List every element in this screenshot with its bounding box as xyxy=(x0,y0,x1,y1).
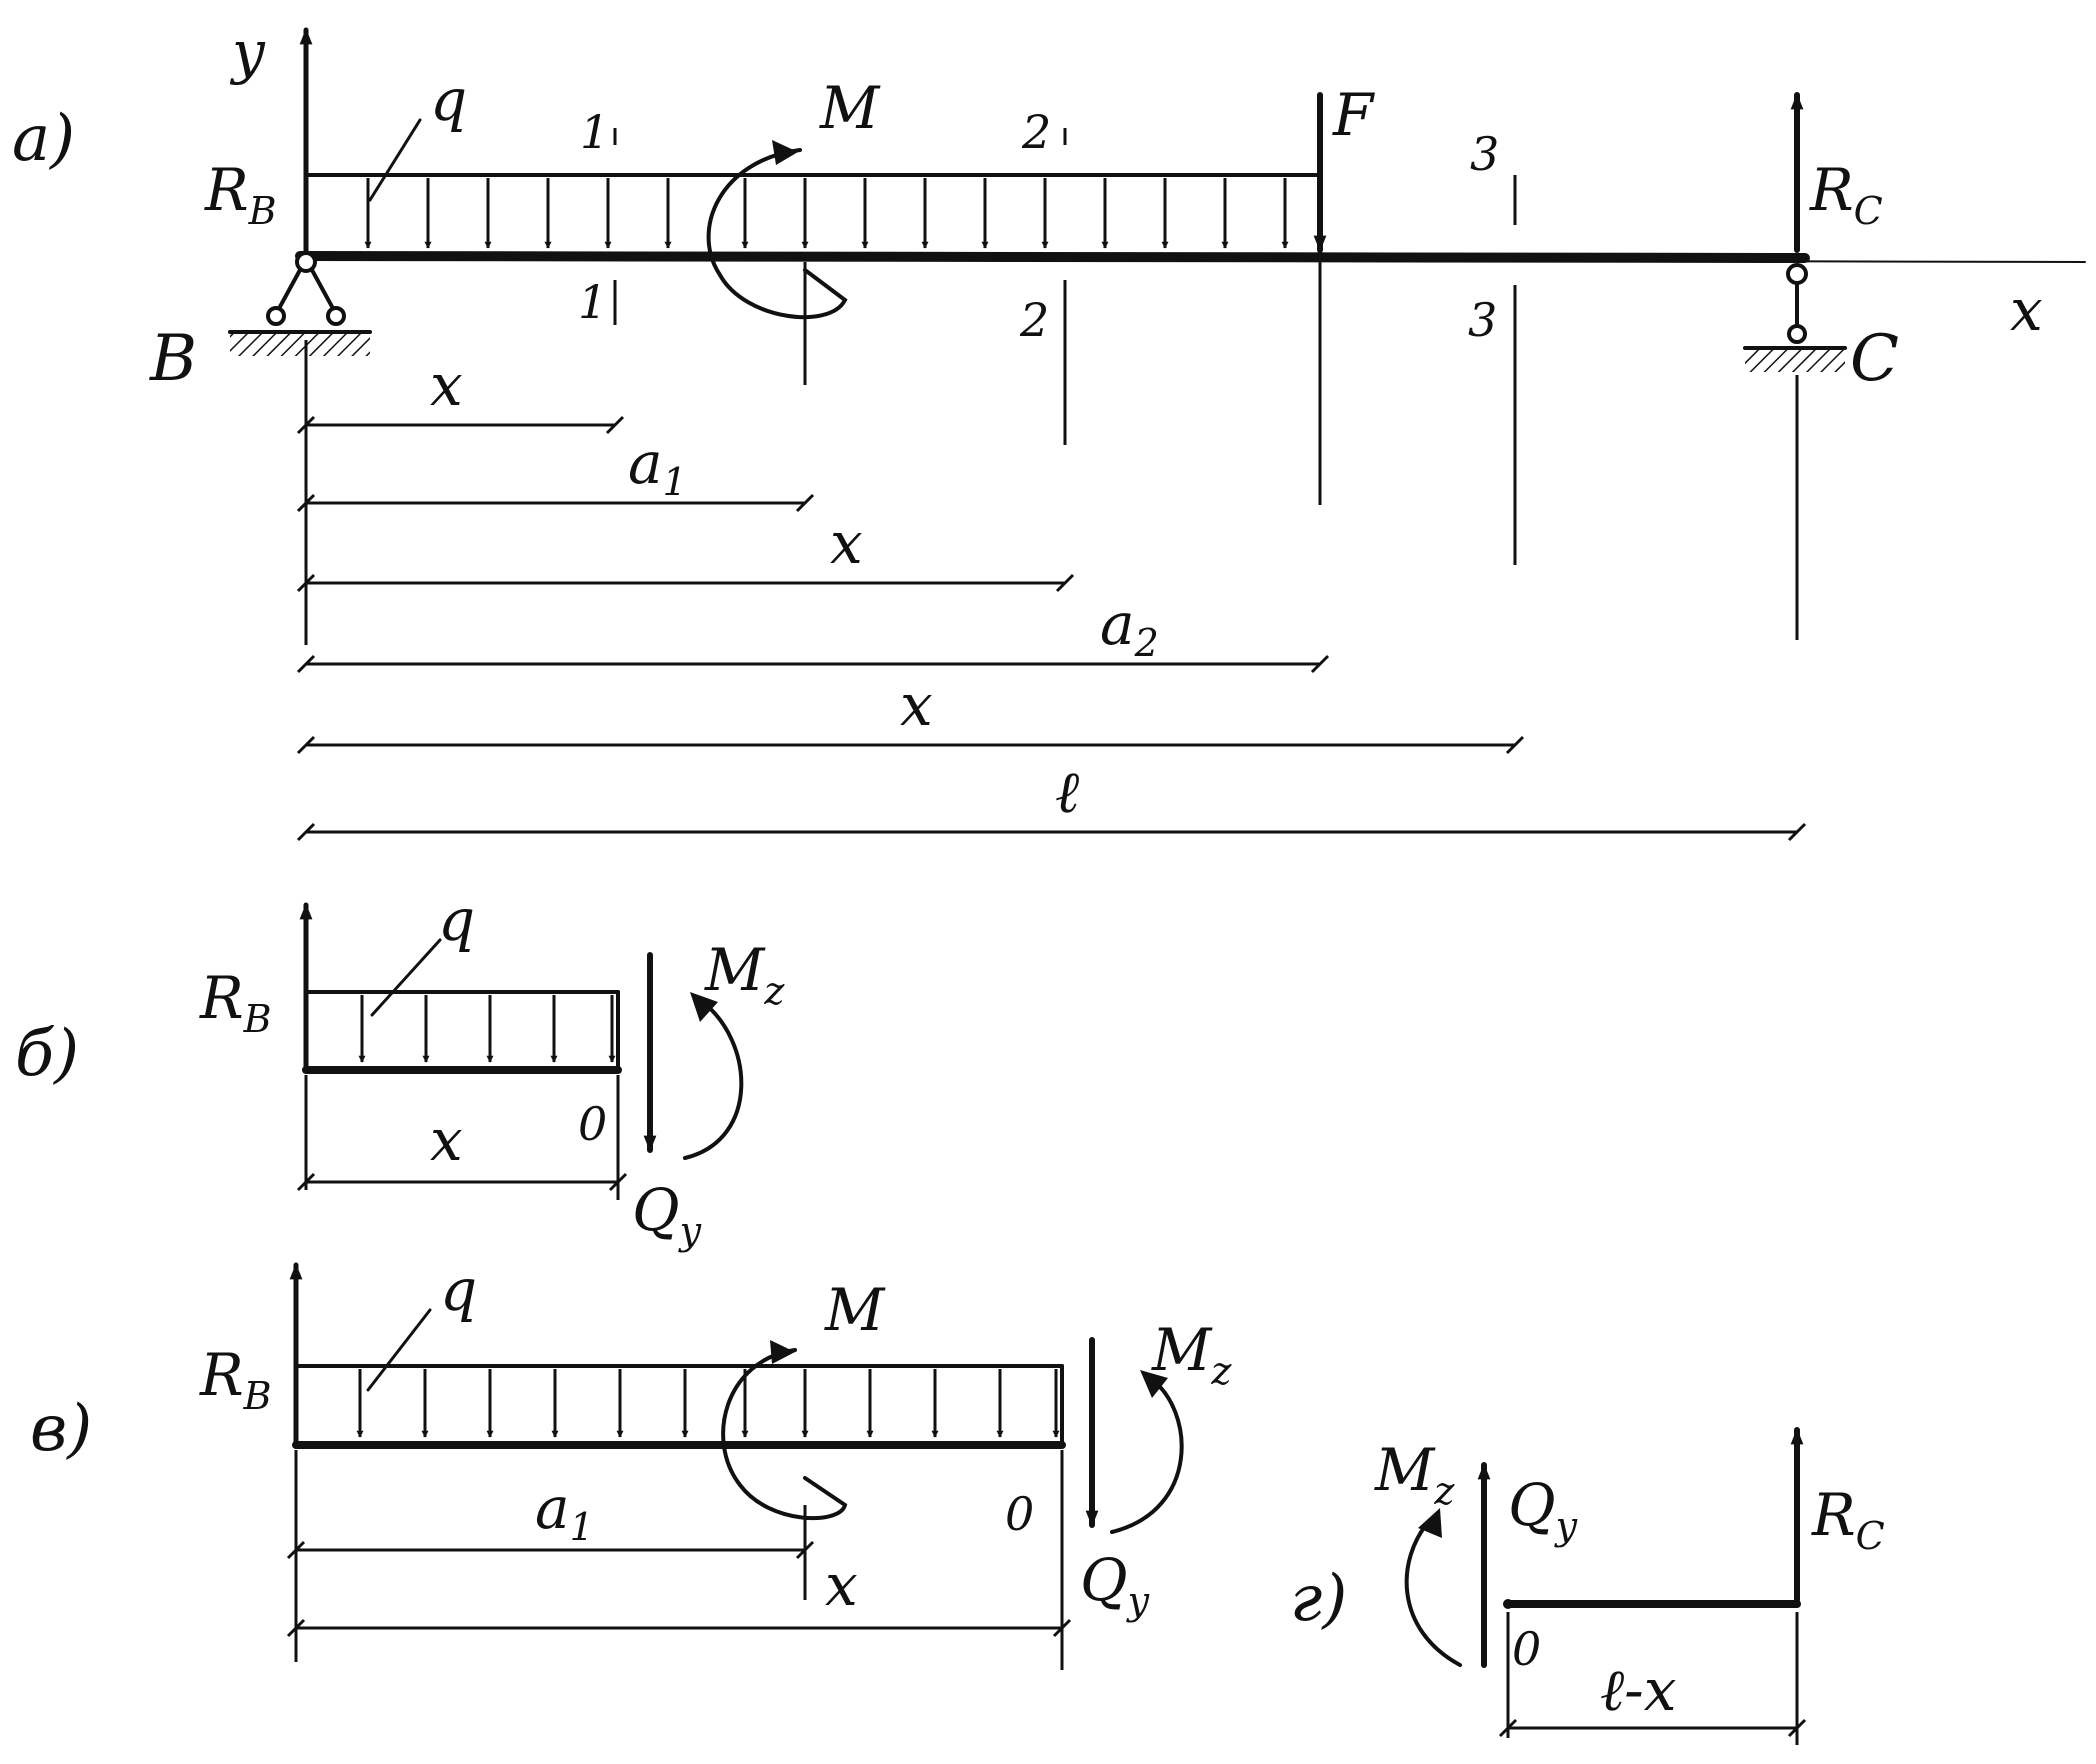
shear-qy-label: Qy xyxy=(1080,1546,1150,1623)
distributed-load-q: q xyxy=(304,886,620,1072)
dim-l-label: ℓ xyxy=(1055,758,1079,826)
beam xyxy=(295,251,1810,263)
roller-support-c xyxy=(1743,263,1847,372)
panel-d: г) Mz Qy RC 0 ℓ-x xyxy=(1290,1427,1885,1745)
origin-label: 0 xyxy=(578,1097,607,1151)
dim-x1-label: x xyxy=(430,351,463,419)
section-marks xyxy=(304,128,1799,645)
moment-m-label: M xyxy=(819,74,881,142)
dimension-x xyxy=(296,1075,628,1200)
section-2-bottom: 2 xyxy=(1019,293,1049,347)
dimension-lx xyxy=(1498,1612,1807,1745)
section-2-top: 2 xyxy=(1021,105,1051,159)
reaction-c-label: RC xyxy=(1811,1481,1885,1558)
pinned-support-b xyxy=(228,251,372,356)
moment-mz-label: Mz xyxy=(704,936,785,1013)
load-q-label: q xyxy=(430,66,467,134)
reaction-b-label: RB xyxy=(199,1341,272,1418)
dimension-lines xyxy=(286,1450,1072,1670)
panel-d-label: г) xyxy=(1290,1562,1347,1636)
moment-mz-label: Mz xyxy=(1151,1316,1232,1393)
force-f-label: F xyxy=(1332,81,1375,149)
section-1-top: 1 xyxy=(580,105,609,159)
dim-a1-label: a1 xyxy=(535,1474,594,1549)
section-3-top: 3 xyxy=(1470,127,1499,181)
x-axis-label: x xyxy=(2010,276,2043,344)
support-c-label: C xyxy=(1850,322,1899,396)
dimension-lines xyxy=(296,415,1807,842)
dim-x2-label: x xyxy=(830,509,863,577)
dim-x-label: x xyxy=(430,1106,463,1174)
reaction-b-label: RB xyxy=(204,156,277,233)
dim-a1-label: a1 xyxy=(628,429,687,504)
reaction-c-label: RC xyxy=(1809,156,1883,233)
load-q-label: q xyxy=(438,886,475,954)
shear-qy-label: Qy xyxy=(1508,1471,1578,1548)
panel-b-label: б) xyxy=(15,1017,79,1091)
dim-x3-label: x xyxy=(900,671,933,739)
reaction-b-label: RB xyxy=(199,964,272,1041)
panel-a-label: а) xyxy=(12,102,75,176)
moment-m-label: M xyxy=(824,1276,886,1344)
origin-label: 0 xyxy=(1512,1622,1541,1676)
distributed-load-q: q xyxy=(294,1256,1064,1447)
moment-mz-arc xyxy=(1110,1376,1184,1534)
panel-c-label: в) xyxy=(30,1392,92,1466)
dim-lx-label: ℓ-x xyxy=(1600,1656,1676,1724)
moment-mz-arc xyxy=(683,998,744,1160)
shear-qy-label: Qy xyxy=(632,1176,702,1253)
distributed-load-q: q xyxy=(304,66,1322,249)
dim-x-label: x xyxy=(825,1551,858,1619)
load-q-label: q xyxy=(440,1256,477,1324)
moment-mz-label: Mz xyxy=(1374,1436,1455,1513)
support-b-label: B xyxy=(149,322,197,396)
moment-m-arc xyxy=(706,148,848,320)
panel-c: в) RB q M xyxy=(30,1256,1232,1670)
section-3-bottom: 3 xyxy=(1468,293,1497,347)
panel-a: а) y x xyxy=(12,18,2086,842)
origin-label: 0 xyxy=(1005,1487,1034,1541)
dim-a2-label: a2 xyxy=(1100,590,1159,665)
y-axis-label: y xyxy=(229,18,266,86)
moment-mz-arc xyxy=(1404,1518,1462,1667)
moment-m-arc xyxy=(721,1348,848,1521)
panel-b: б) RB q Qy Mz 0 xyxy=(15,886,785,1253)
section-1-bottom: 1 xyxy=(578,275,607,329)
